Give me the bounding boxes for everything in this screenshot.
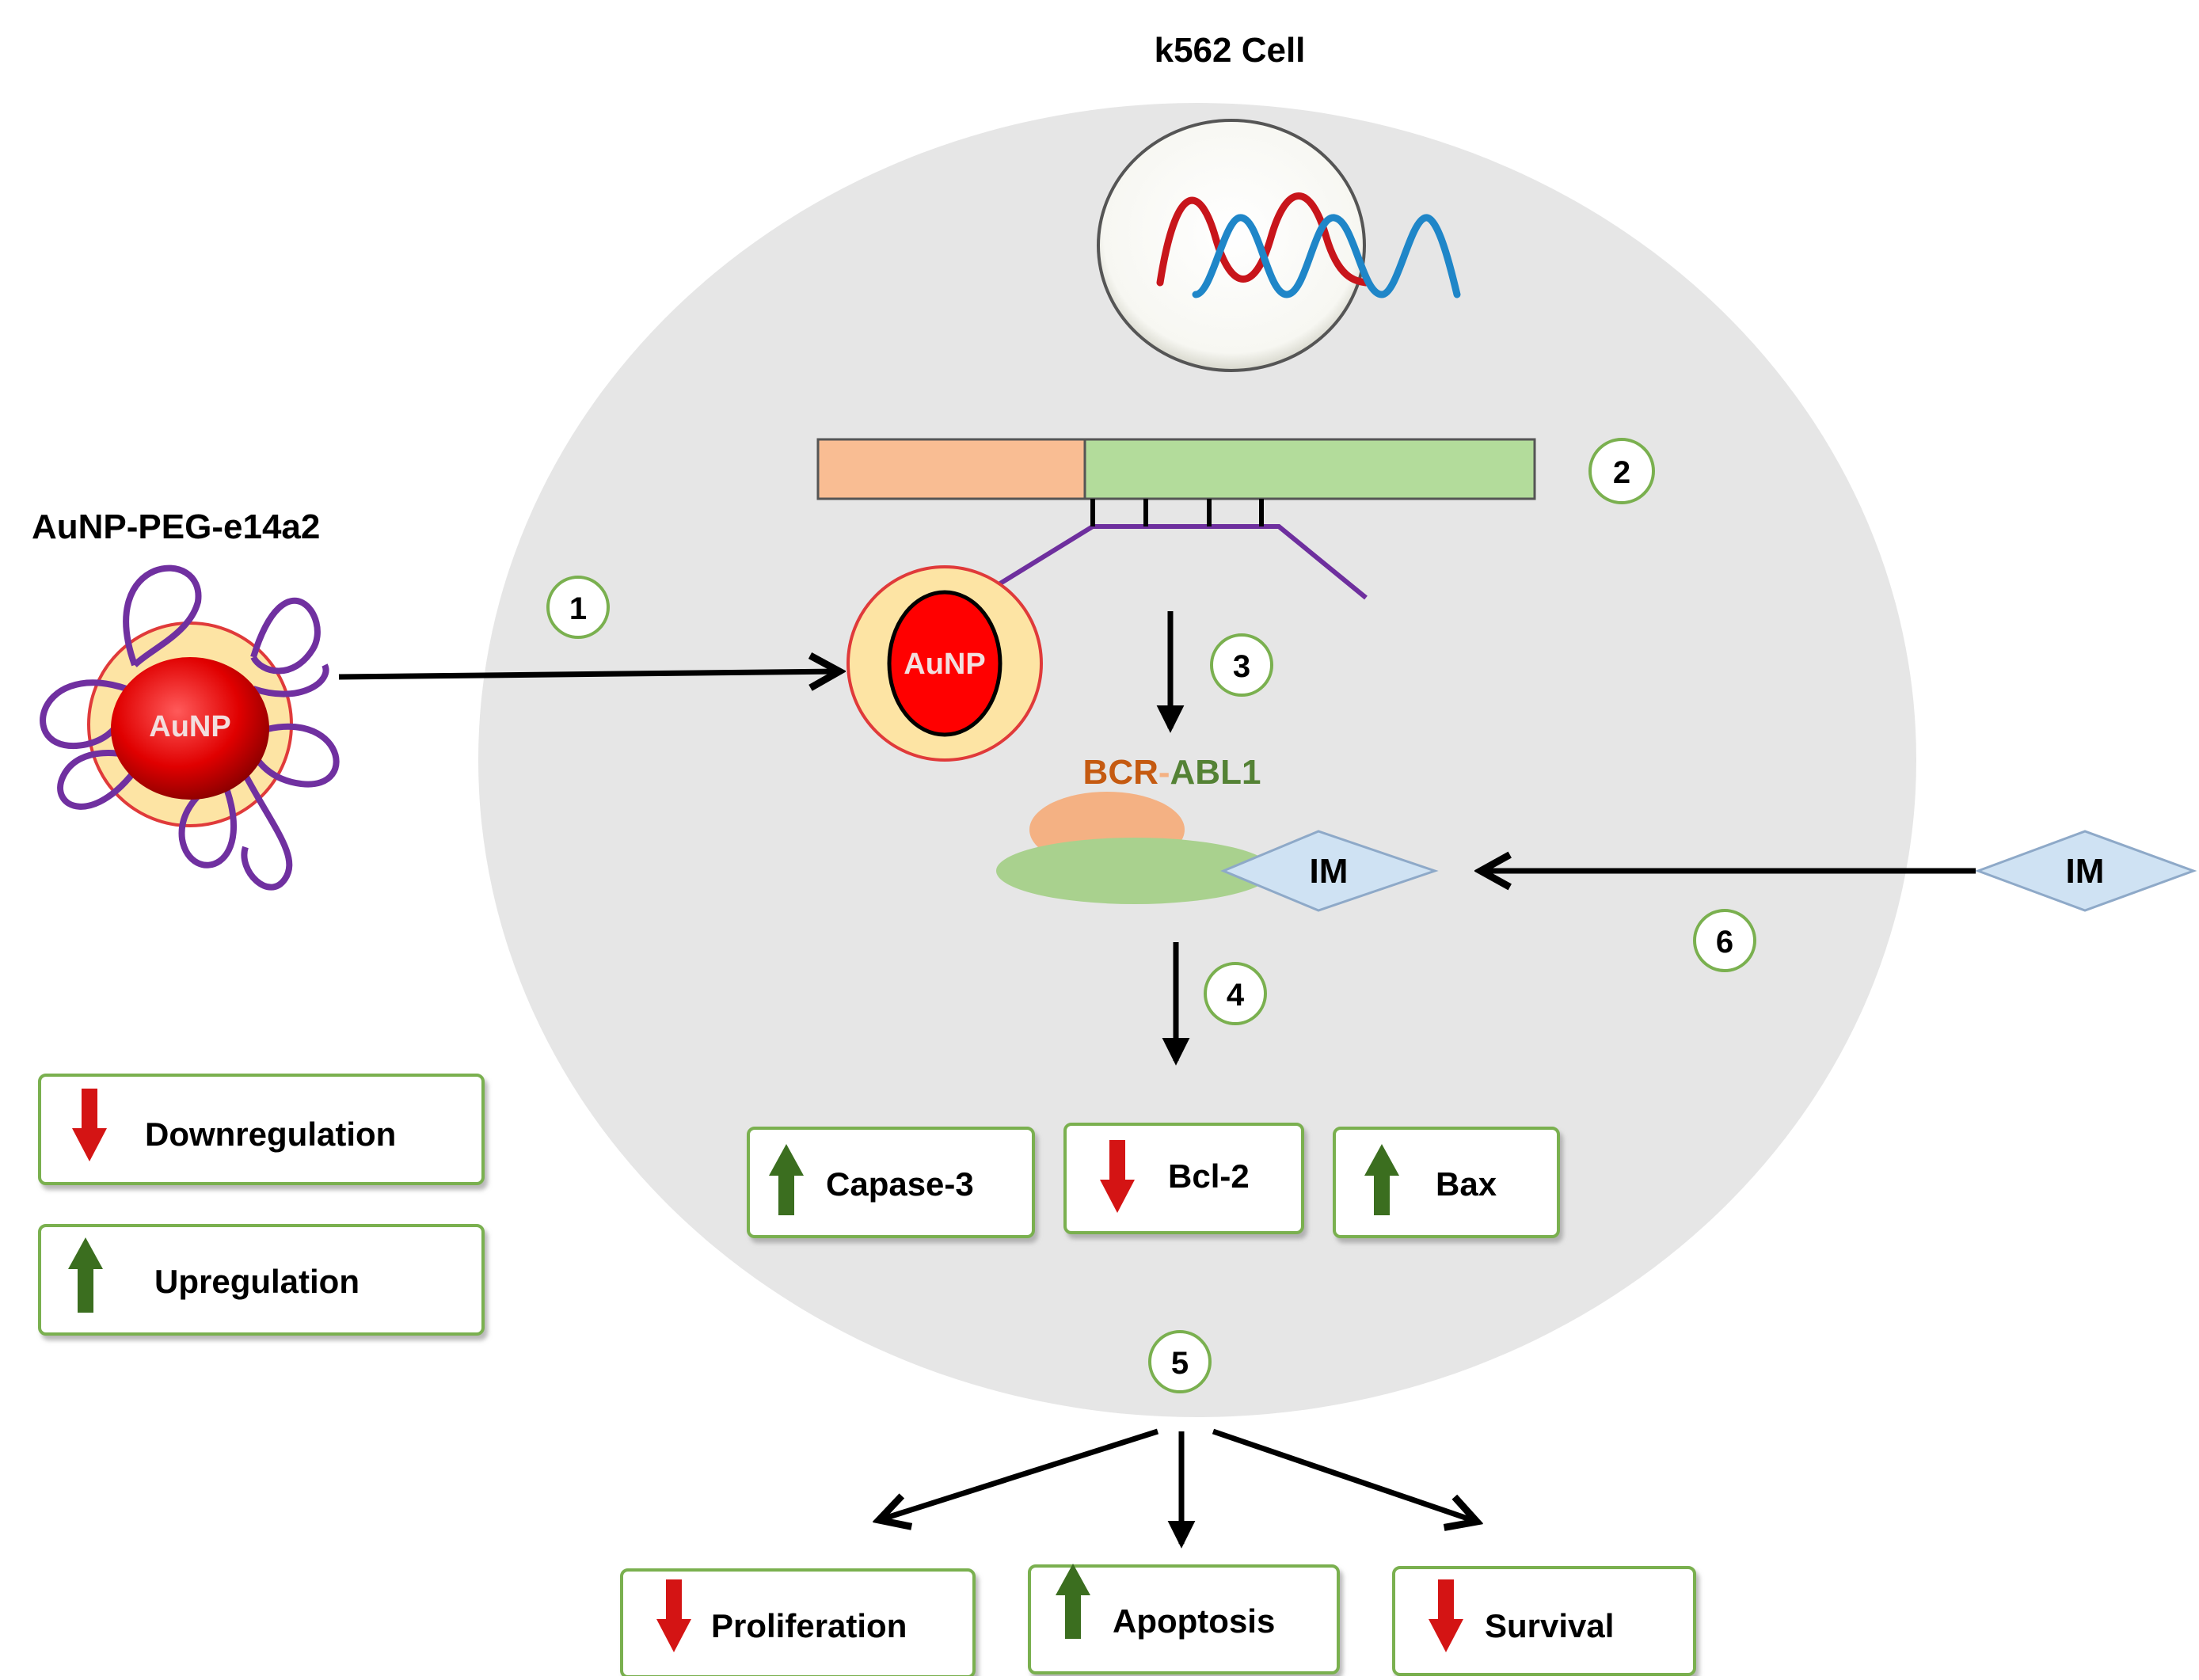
outcome-box-apoptosis: Apoptosis — [1028, 1564, 1340, 1674]
bcr-abl-dash: - — [1158, 753, 1170, 792]
arrow-to-survival — [1212, 1428, 1477, 1522]
step-5: 5 — [1148, 1330, 1212, 1393]
dna-strand-blue — [1192, 214, 1461, 298]
step-6: 6 — [1693, 909, 1756, 972]
up-arrow-icon — [769, 1144, 804, 1215]
im-external-diamond — [1974, 830, 2197, 912]
svg-text:5: 5 — [1171, 1346, 1189, 1381]
abl1-label: ABL1 — [1170, 753, 1261, 792]
outcome-box-survival: Survival — [1392, 1566, 1696, 1676]
im-bound-label: IM — [1310, 852, 1349, 891]
marker-box-capase-3: Capase-3 — [747, 1127, 1035, 1238]
up-arrow-icon — [68, 1237, 103, 1313]
step-markers: 1 2 3 4 5 6 — [546, 438, 1756, 1393]
step-4: 4 — [1204, 962, 1267, 1025]
internal-aunp-label: AuNP — [904, 648, 985, 681]
marker-box-bcl-2: Bcl-2 — [1063, 1123, 1304, 1234]
abl-segment — [1083, 438, 1536, 500]
aunp-core-label: AuNP — [149, 710, 230, 743]
svg-text:2: 2 — [1613, 455, 1630, 490]
up-arrow-icon — [1056, 1564, 1090, 1639]
svg-text:6: 6 — [1716, 925, 1733, 960]
svg-text:Proliferation: Proliferation — [711, 1607, 907, 1644]
marker-box-bax: Bax — [1333, 1127, 1560, 1238]
bcr-abl1-label: BCR-ABL1 — [1083, 753, 1261, 792]
down-arrow-icon — [1100, 1140, 1135, 1213]
legend-downregulation: Downregulation — [38, 1074, 485, 1185]
svg-text:Survival: Survival — [1485, 1607, 1614, 1644]
down-arrow-icon — [656, 1579, 691, 1652]
svg-text:Bcl-2: Bcl-2 — [1168, 1157, 1250, 1195]
svg-text:Upregulation: Upregulation — [154, 1263, 360, 1300]
legend-upregulation: Upregulation — [38, 1224, 485, 1336]
im-bound-diamond — [1220, 830, 1439, 912]
svg-text:4: 4 — [1227, 978, 1245, 1013]
down-arrow-icon — [1429, 1579, 1463, 1652]
svg-text:Apoptosis: Apoptosis — [1113, 1602, 1275, 1640]
svg-text:Bax: Bax — [1436, 1165, 1497, 1203]
legend: Downregulation Upregulation — [38, 1074, 485, 1336]
down-arrow-icon — [72, 1089, 107, 1161]
bcr-segment — [816, 438, 1086, 500]
cell-title: k562 Cell — [1155, 31, 1306, 70]
svg-text:Capase-3: Capase-3 — [826, 1165, 974, 1203]
aunp-peg-nanoparticle: AuNP — [40, 564, 340, 891]
bcr-label: BCR — [1083, 753, 1158, 792]
step-3: 3 — [1210, 633, 1273, 697]
outcome-box-proliferation: Proliferation — [620, 1568, 976, 1678]
arrow-to-proliferation — [879, 1428, 1159, 1520]
uptake-arrow — [338, 671, 839, 677]
probe-linker — [988, 499, 1368, 600]
bcr-abl1-protein: BCR-ABL1 IM — [996, 753, 1439, 912]
svg-text:1: 1 — [569, 591, 587, 626]
nucleus — [1097, 119, 1461, 372]
step-1: 1 — [546, 576, 610, 639]
up-arrow-icon — [1364, 1144, 1399, 1215]
im-external-label: IM — [2066, 852, 2105, 891]
fusion-transcript — [816, 438, 1536, 500]
svg-text:3: 3 — [1233, 649, 1250, 684]
internal-aunp: AuNP — [847, 565, 1043, 762]
cell-body — [478, 103, 1916, 1417]
nanoparticle-title: AuNP-PEG-e14a2 — [32, 507, 320, 546]
step-2: 2 — [1588, 438, 1655, 504]
outcome-arrows — [879, 1428, 1477, 1549]
abl-subunit — [996, 838, 1273, 904]
svg-text:Downregulation: Downregulation — [145, 1116, 396, 1153]
